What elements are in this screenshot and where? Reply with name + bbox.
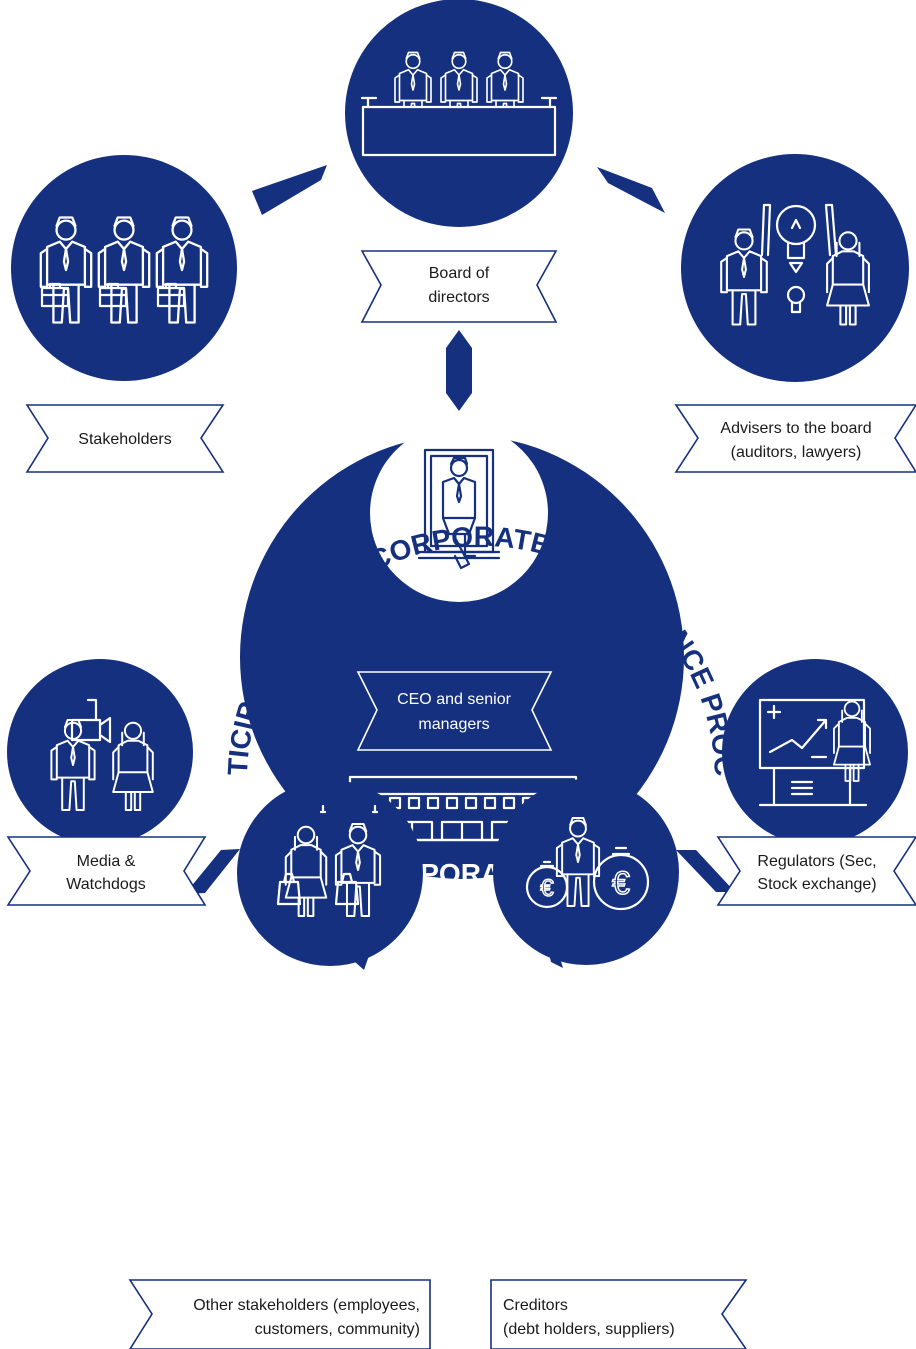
corporation-circle (240, 435, 684, 879)
other-label: Other stakeholders (employees, customers… (128, 1279, 431, 1349)
ceo-label: CEO and senior managers (356, 671, 553, 751)
creditors-label: Creditors (debt holders, suppliers) (490, 1279, 748, 1349)
other-circle (237, 780, 423, 966)
regulators-label-line2: Stock exchange) (757, 876, 876, 893)
presentation-board-icon (758, 698, 871, 807)
creditors-node: € € (493, 779, 679, 965)
media-camera-icon (50, 698, 154, 811)
advisers-node: Advisers to the board (auditors, lawyers… (674, 154, 916, 473)
media-label-line1: Media & (77, 853, 136, 870)
media-label: Media & Watchdogs (6, 836, 207, 906)
media-label-line2: Watchdogs (66, 876, 145, 893)
shoppers-icon (276, 804, 382, 918)
svg-text:€: € (540, 875, 554, 902)
media-node: Media & Watchdogs (6, 659, 207, 906)
creditors-label-line2: (debt holders, suppliers) (503, 1321, 675, 1338)
ceo-inner-circle (370, 424, 548, 602)
other-label-line1: Other stakeholders (employees, (193, 1297, 420, 1314)
advisers-label: Advisers to the board (auditors, lawyers… (674, 404, 916, 473)
stakeholders-label-line1: Stakeholders (78, 431, 171, 448)
regulators-label: Regulators (Sec, Stock exchange) (716, 836, 916, 906)
connector-board-stakeholders (252, 165, 327, 215)
advisers-circle (681, 154, 909, 382)
media-circle (7, 659, 193, 845)
board-label-line2: directors (428, 289, 489, 306)
board-label: Board of directors (360, 250, 558, 323)
connector-corporation-media (185, 849, 240, 894)
board-meeting-icon (360, 51, 558, 157)
svg-text:€: € (612, 865, 630, 901)
creditors-circle (493, 779, 679, 965)
connector-corporation-regulators (676, 850, 735, 892)
ceo-label-line2: managers (418, 716, 489, 733)
corporation-node: CEO and senior managers (240, 424, 684, 889)
regulators-circle (722, 659, 908, 845)
euro-moneybags-icon: € € (525, 817, 650, 911)
advisers-label-line1: Advisers to the board (720, 420, 871, 437)
advisers-label-line2: (auditors, lawyers) (731, 444, 862, 461)
connector-board-corporation (446, 330, 472, 411)
stakeholders-node: Stakeholders (11, 155, 237, 473)
advisers-lightbulb-icon (720, 203, 870, 326)
other-node: Other stakeholders (employees, customers… (128, 780, 431, 1349)
other-label-line2: customers, community) (255, 1321, 420, 1338)
connector-board-advisers (597, 167, 665, 213)
board-label-line1: Board of (429, 265, 490, 282)
regulators-node: Regulators (Sec, Stock exchange) (716, 659, 916, 906)
ceo-label-line1: CEO and senior (397, 691, 512, 708)
stakeholders-label: Stakeholders (25, 404, 225, 473)
board-node: Board of directors (345, 0, 573, 323)
regulators-label-line1: Regulators (Sec, (757, 853, 876, 870)
ceo-chair-icon (417, 448, 501, 570)
creditors-label-line1: Creditors (503, 1297, 568, 1314)
